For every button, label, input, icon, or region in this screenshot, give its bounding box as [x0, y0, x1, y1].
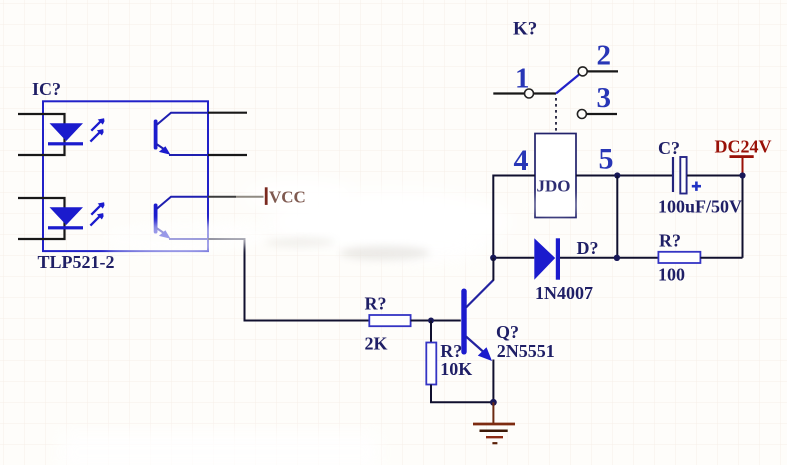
svg-text:R?: R? — [365, 294, 387, 314]
svg-text:VCC: VCC — [269, 188, 306, 207]
svg-text:Q?: Q? — [496, 322, 519, 342]
svg-text:R?: R? — [659, 231, 681, 251]
svg-text:JDO: JDO — [537, 177, 571, 196]
svg-text:TLP521-2: TLP521-2 — [38, 252, 115, 272]
svg-text:R?: R? — [440, 341, 462, 361]
svg-text:DC24V: DC24V — [715, 137, 772, 157]
svg-text:5: 5 — [599, 143, 614, 176]
svg-text:1N4007: 1N4007 — [535, 283, 593, 303]
svg-text:4: 4 — [514, 144, 529, 177]
svg-text:D?: D? — [577, 238, 599, 258]
svg-text:2: 2 — [597, 40, 612, 72]
svg-text:100uF/50V: 100uF/50V — [658, 197, 742, 217]
svg-text:10K: 10K — [440, 359, 472, 379]
svg-text:C?: C? — [658, 138, 680, 158]
svg-text:IC?: IC? — [32, 79, 61, 99]
svg-text:2N5551: 2N5551 — [497, 341, 555, 361]
svg-text:1: 1 — [515, 63, 530, 95]
svg-text:100: 100 — [658, 265, 685, 285]
svg-text:3: 3 — [597, 82, 612, 114]
svg-text:2K: 2K — [365, 334, 388, 354]
svg-text:K?: K? — [513, 19, 537, 40]
